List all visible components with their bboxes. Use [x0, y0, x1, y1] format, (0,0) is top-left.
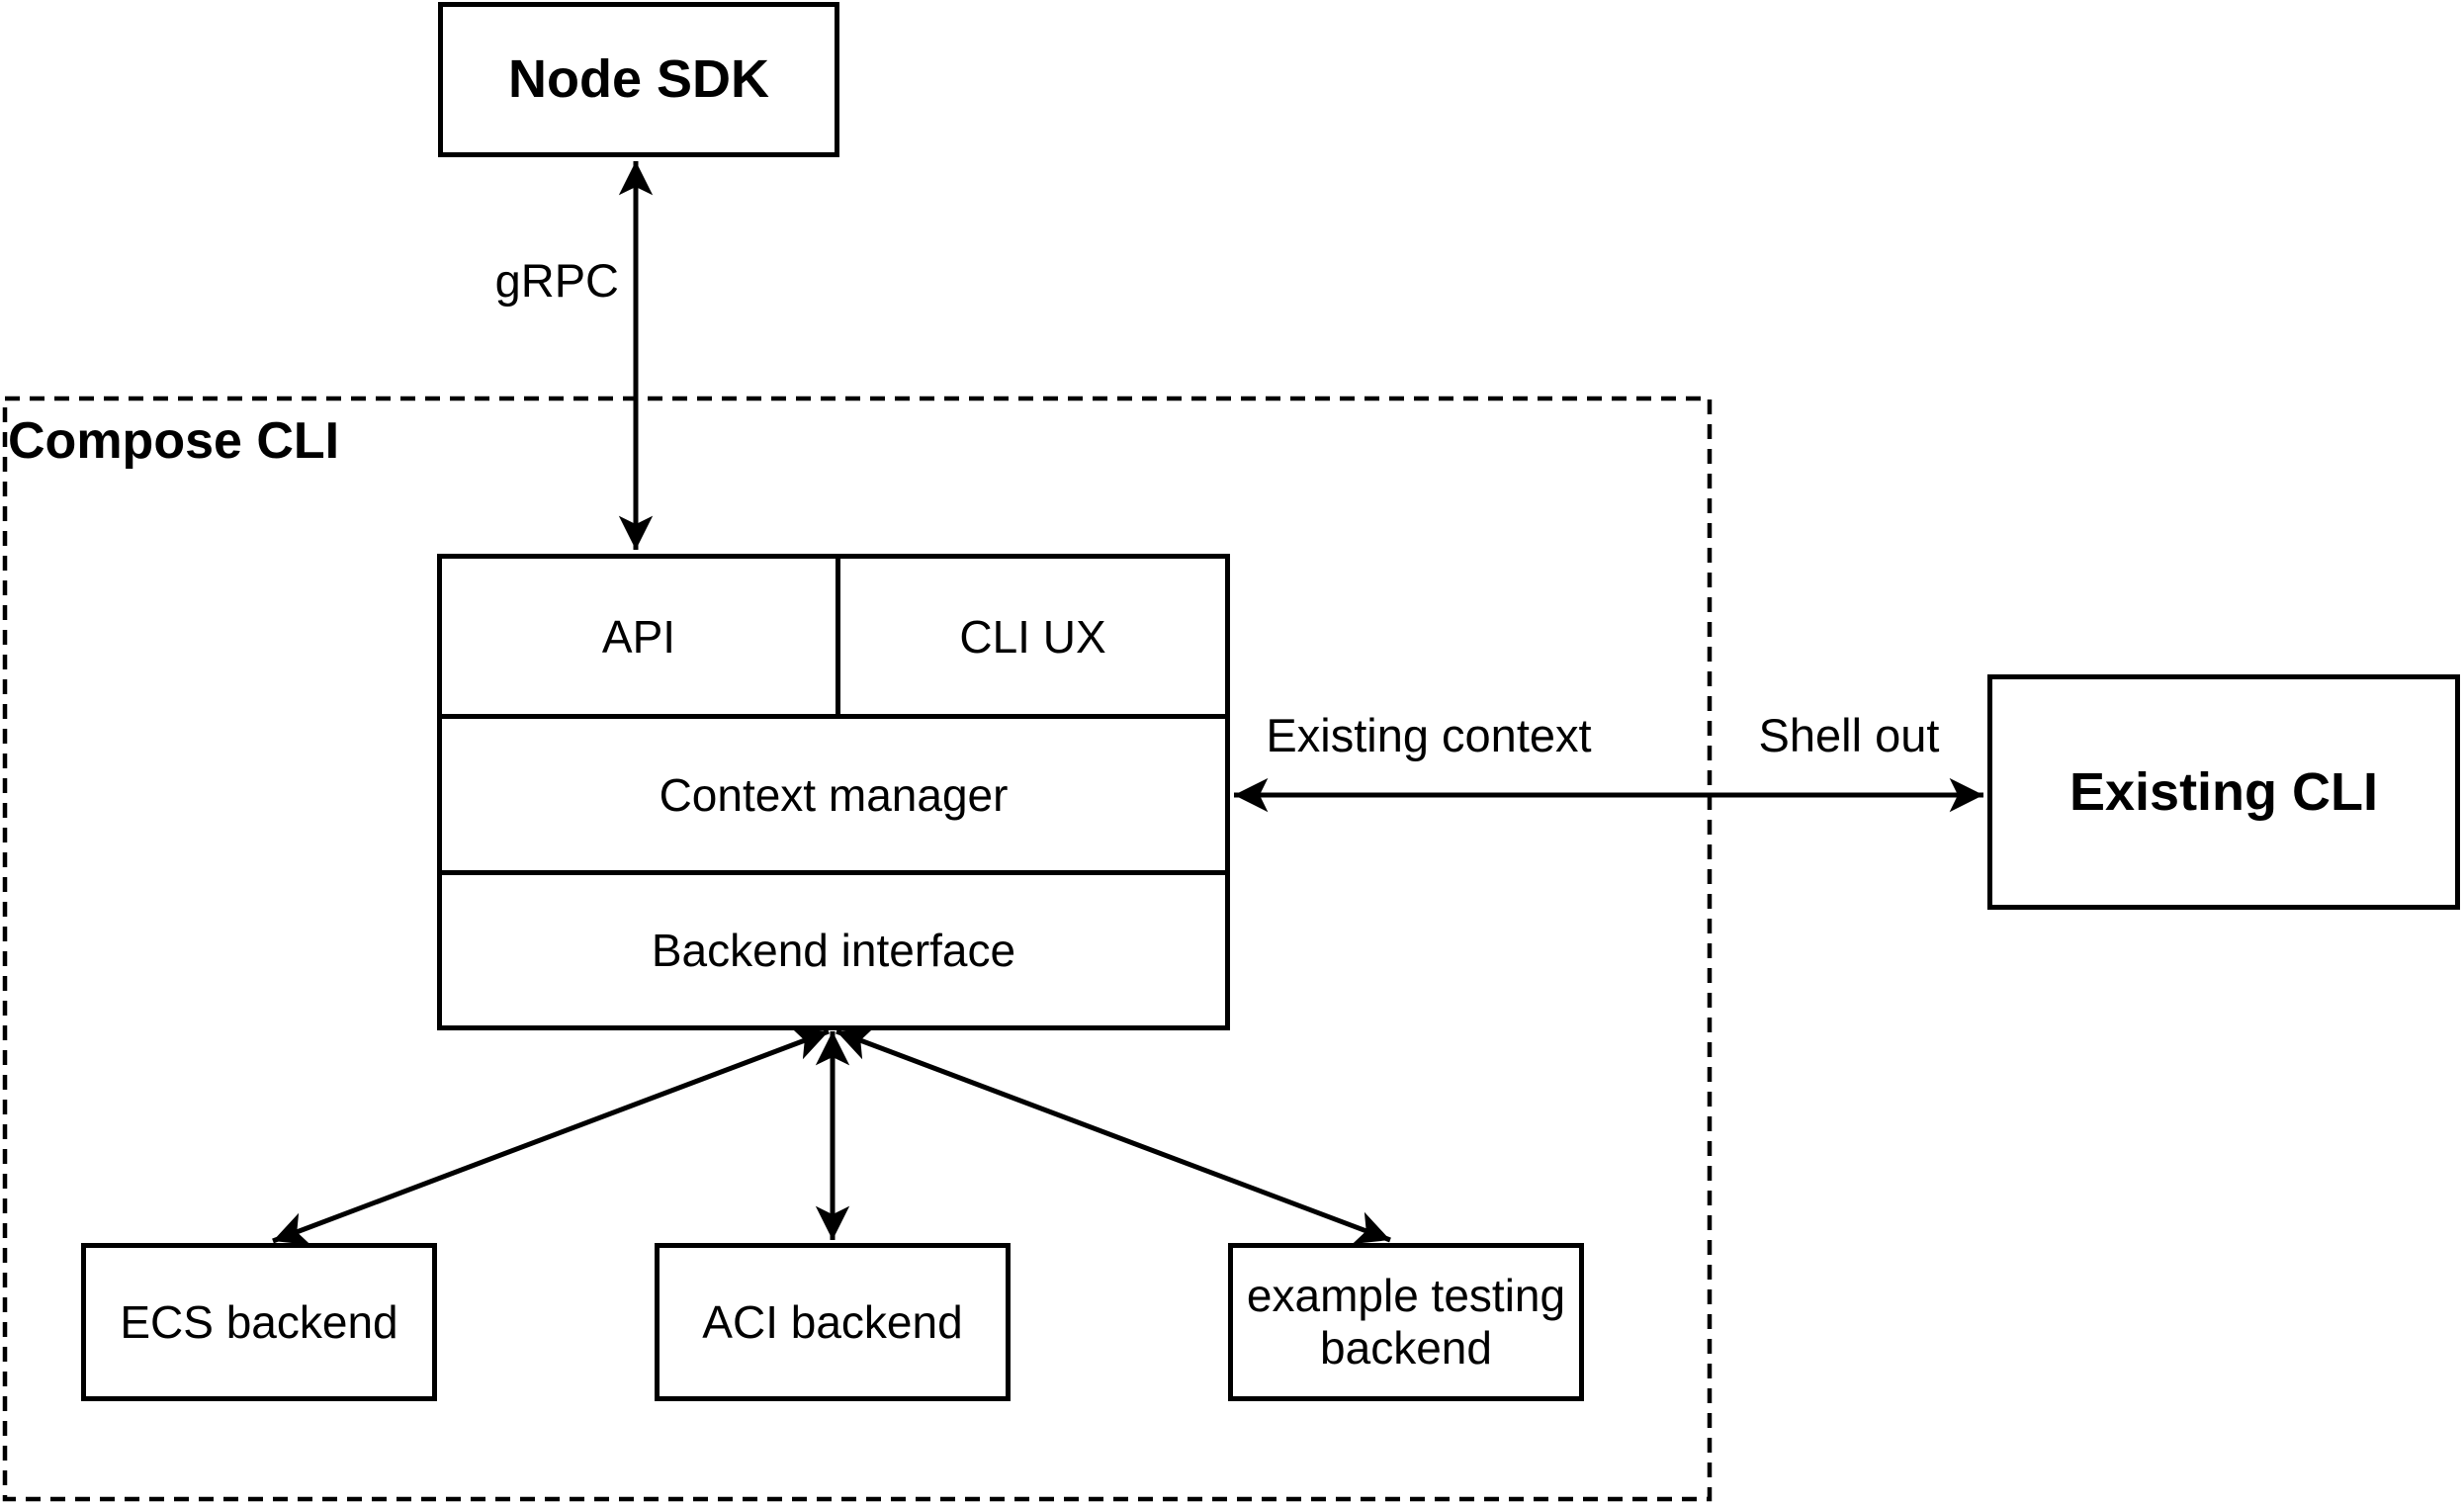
compose-stack-top-row: API CLI UX	[442, 559, 1225, 719]
example-backend-arrow	[836, 1027, 1391, 1244]
context-manager-label: Context manager	[659, 768, 1009, 821]
grpc-edge-label: gRPC	[494, 254, 619, 307]
api-cell: API	[442, 559, 840, 714]
aci-backend-label: ACI backend	[702, 1295, 963, 1348]
ecs-backend-label: ECS backend	[120, 1295, 398, 1348]
cli-ux-label: CLI UX	[959, 610, 1106, 663]
example-testing-backend-box: example testing backend	[1228, 1243, 1584, 1401]
node-sdk-box: Node SDK	[438, 2, 839, 157]
backend-interface-label: Backend interface	[651, 925, 1016, 976]
backend-interface-cell: Backend interface	[442, 875, 1225, 1025]
compose-cli-container-label: Compose CLI	[8, 412, 340, 470]
api-label: API	[601, 610, 676, 663]
compose-stack-box: API CLI UX Context manager Backend inter…	[437, 554, 1230, 1030]
shell-out-edge-label: Shell out	[1758, 709, 1940, 761]
existing-cli-label: Existing CLI	[2068, 761, 2379, 822]
ecs-backend-arrow	[272, 1027, 830, 1245]
context-manager-cell: Context manager	[442, 719, 1225, 875]
cli-ux-cell: CLI UX	[840, 559, 1225, 714]
aci-backend-box: ACI backend	[655, 1243, 1011, 1401]
existing-cli-box: Existing CLI	[1987, 674, 2460, 910]
example-testing-backend-label: example testing backend	[1246, 1270, 1566, 1374]
ecs-backend-box: ECS backend	[81, 1243, 437, 1401]
compose-cli-container-border	[2, 396, 1713, 1502]
existing-context-edge-label: Existing context	[1266, 709, 1592, 761]
node-sdk-label: Node SDK	[507, 49, 769, 110]
